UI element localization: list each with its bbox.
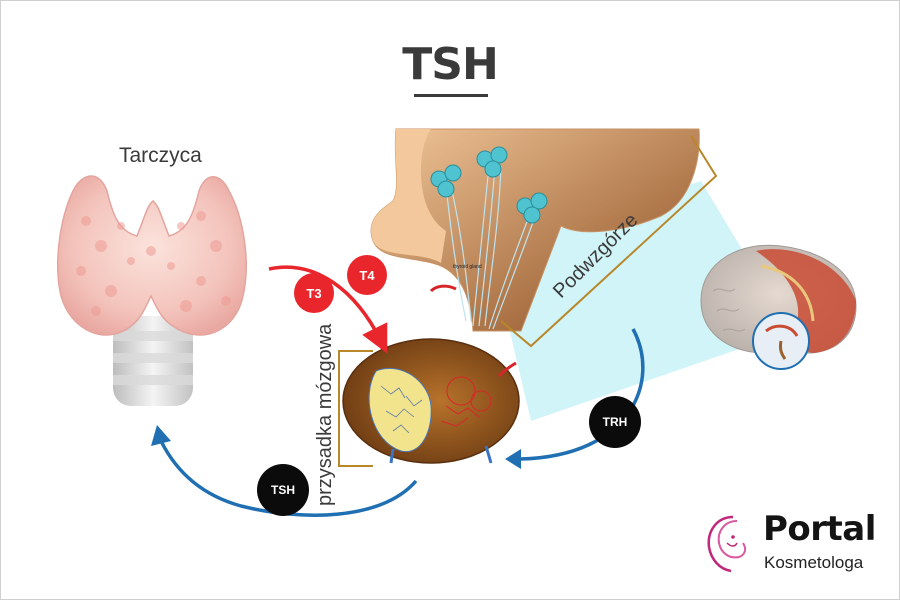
brain-miniature: [700, 244, 857, 370]
neurons: [445, 165, 538, 330]
title-underline: [414, 94, 488, 97]
pituitary-gland: [342, 284, 520, 464]
thyroid-gland: [57, 175, 247, 406]
hypothalamus-bracket: [500, 135, 718, 348]
pituitary-bracket: [338, 350, 373, 467]
projection-beam: [491, 181, 791, 421]
tsh-arrow: [159, 440, 418, 517]
tiny-gland-label: thyroid gland: [453, 264, 482, 270]
pituitary-label: przysadka mózgowa: [314, 323, 336, 506]
logo-name: Portal: [763, 509, 876, 549]
portal-logo: Portal Kosmetologa: [703, 509, 893, 573]
page-title: TSH: [402, 39, 499, 90]
tsh-badge: TSH: [257, 464, 309, 516]
portal-logo-icon: [707, 515, 747, 573]
t3-badge: T3: [294, 273, 334, 313]
neuron-bodies: [430, 146, 548, 224]
t4-badge: T4: [347, 255, 387, 295]
trh-badge: TRH: [589, 396, 641, 448]
thyroid-label: Tarczyca: [119, 144, 202, 167]
logo-subtitle: Kosmetologa: [764, 553, 864, 572]
t3-t4-arrow: [268, 265, 388, 354]
